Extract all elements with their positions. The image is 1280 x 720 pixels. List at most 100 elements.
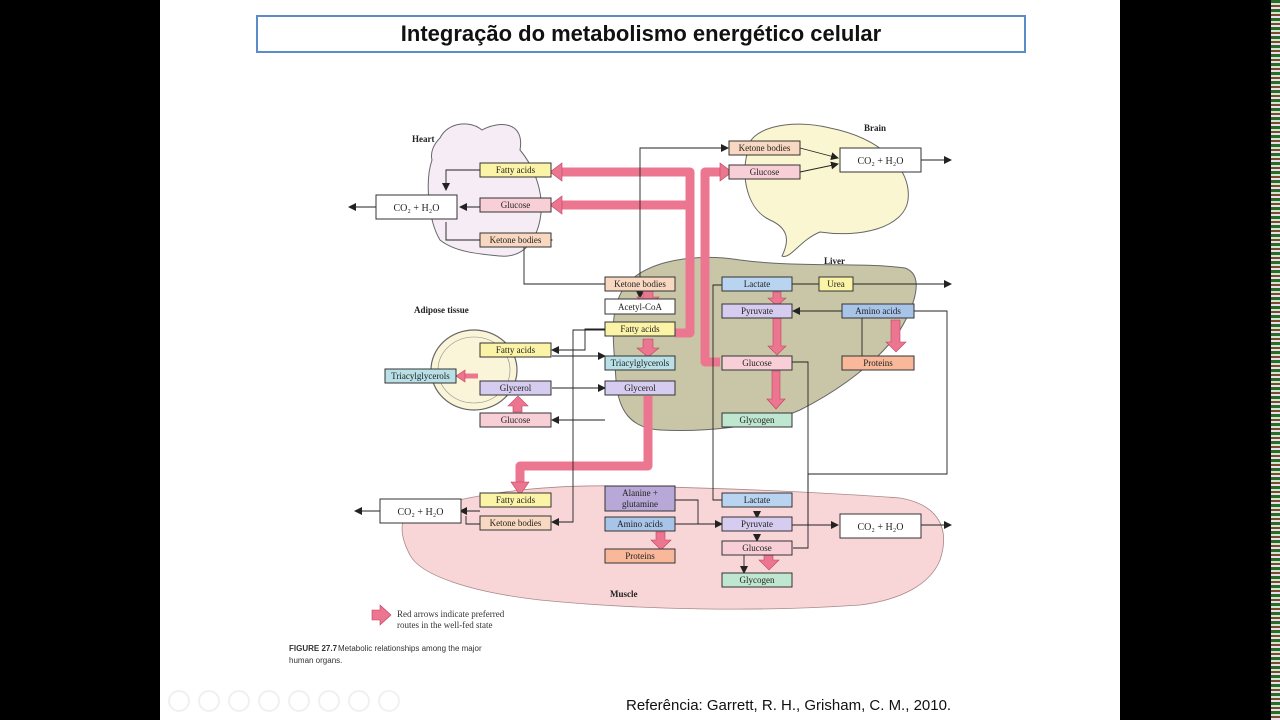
liver-glucose-label: Glucose [742, 358, 772, 368]
arrowhead-adipose-triacylglycerols [455, 369, 466, 383]
heart-glucose-node: Glucose [479, 197, 552, 213]
liver-glycogen-node: Glycogen [721, 412, 793, 428]
control-icon[interactable] [348, 690, 370, 712]
muscle-co2-right-label: CO₂ + H₂O [858, 522, 904, 533]
adipose-glucose-label: Glucose [501, 415, 531, 425]
heart-glucose-label: Glucose [501, 200, 531, 210]
control-icon[interactable] [198, 690, 220, 712]
muscle-glucose-label: Glucose [742, 543, 772, 553]
arrowhead-brain-glucose [719, 162, 733, 182]
liver-ketone-bodies-node: Ketone bodies [604, 276, 676, 292]
arrowhead-heart-glucose [549, 195, 563, 215]
muscle-glutamine-label: glutamine [622, 499, 658, 509]
liver-acetyl-coa-node: Acetyl-CoA [604, 298, 676, 315]
muscle-ketone-bodies-label: Ketone bodies [490, 518, 542, 528]
liver-acetyl-coa-label: Acetyl-CoA [618, 302, 662, 312]
reference-text: Referência: Garrett, R. H., Grisham, C. … [626, 697, 952, 714]
heart-ketone-bodies-label: Ketone bodies [490, 235, 542, 245]
liver-fatty-acids-node: Fatty acids [604, 321, 676, 337]
liver-glycogen-label: Glycogen [740, 415, 775, 425]
adipose-glucose-node: Glucose [479, 412, 552, 428]
brain-co2-label: CO₂ + H₂O [858, 156, 904, 167]
muscle-lactate-label: Lactate [744, 495, 770, 505]
liver-label: Liver [824, 256, 845, 266]
preferred-route-glycerol-to-muscle [515, 396, 653, 485]
muscle-lactate-node: Lactate [721, 492, 793, 508]
heart-co2-node: CO₂ + H₂O [375, 194, 458, 220]
muscle-glucose-node: Glucose [721, 540, 793, 556]
muscle-ketone-bodies-node: Ketone bodies [479, 515, 552, 531]
muscle-proteins-node: Proteins [604, 548, 676, 564]
slide-title-text: Integração do metabolismo energético cel… [400, 21, 882, 46]
brain-ketone-bodies-label: Ketone bodies [739, 143, 791, 153]
brain-glucose-label: Glucose [750, 167, 780, 177]
preferred-route-liver-glucose-to-brain [700, 167, 724, 367]
liver-amino-acids-node: Amino acids [841, 303, 915, 319]
muscle-pyruvate-node: Pyruvate [721, 516, 793, 532]
node-layer: Fatty acids Glucose Ketone bodies Ketone… [375, 140, 922, 588]
adipose-triacylglycerols-node: Triacylglycerols [384, 368, 457, 384]
liver-glycerol-label: Glycerol [624, 383, 656, 393]
liver-urea-label: Urea [827, 279, 845, 289]
slide-title: Integração do metabolismo energético cel… [256, 15, 1026, 53]
liver-ketone-bodies-label: Ketone bodies [614, 279, 666, 289]
muscle-alanine-glutamine-node: Alanine +glutamine [604, 485, 676, 512]
liver-pyruvate-label: Pyruvate [741, 306, 773, 316]
preferred-arrowheads [455, 162, 733, 496]
muscle-fatty-acids-label: Fatty acids [496, 495, 536, 505]
control-icon[interactable] [288, 690, 310, 712]
heart-co2-label: CO₂ + H₂O [394, 203, 440, 214]
muscle-pyruvate-label: Pyruvate [741, 519, 773, 529]
muscle-fatty-acids-node: Fatty acids [479, 492, 552, 508]
adipose-fatty-acids-label: Fatty acids [496, 345, 536, 355]
thin-connectors [348, 144, 952, 574]
control-icon[interactable] [228, 690, 250, 712]
liver-lactate-label: Lactate [744, 279, 770, 289]
muscle-co2-left-node: CO₂ + H₂O [379, 498, 462, 524]
adipose-glycerol-label: Glycerol [500, 383, 532, 393]
preferred-arrows [462, 167, 724, 485]
heart-label: Heart [412, 134, 435, 144]
liver-fatty-acids-label: Fatty acids [620, 324, 660, 334]
preferred-route-liver-to-heart-fatty-acids [560, 167, 695, 338]
liver-lactate-node: Lactate [721, 276, 793, 292]
faded-player-controls[interactable] [168, 690, 400, 712]
arrowhead-heart-fatty-acids [549, 162, 563, 182]
adipose-tissue-label: Adipose tissue [414, 305, 469, 315]
muscle-proteins-label: Proteins [625, 551, 655, 561]
brain-glucose-node: Glucose [728, 164, 801, 180]
figure-number: FIGURE 27.7 [289, 644, 338, 653]
liver-proteins-node: Proteins [841, 355, 915, 371]
heart-shape [427, 123, 542, 257]
brain-label: Brain [864, 123, 886, 133]
muscle-amino-acids-node: Amino acids [604, 516, 676, 532]
liver-amino-acids-label: Amino acids [855, 306, 901, 316]
heart-fatty-acids-label: Fatty acids [496, 165, 536, 175]
muscle-amino-acids-label: Amino acids [617, 519, 663, 529]
control-icon[interactable] [318, 690, 340, 712]
control-icon[interactable] [258, 690, 280, 712]
liver-pyruvate-node: Pyruvate [721, 303, 793, 319]
brain-co2-node: CO₂ + H₂O [839, 147, 922, 173]
muscle-glycogen-label: Glycogen [740, 575, 775, 585]
adipose-triacylglycerols-label: Triacylglycerols [391, 371, 450, 381]
liver-urea-node: Urea [818, 276, 854, 292]
muscle-co2-right-node: CO₂ + H₂O [839, 513, 922, 539]
muscle-glycogen-node: Glycogen [721, 572, 793, 588]
adipose-glycerol-node: Glycerol [479, 380, 552, 396]
muscle-alanine-label: Alanine + [622, 488, 658, 498]
figure-caption: FIGURE 27.7 Metabolic relationships amon… [289, 644, 482, 665]
legend-red-arrow-icon [371, 604, 392, 626]
heart-ketone-bodies-node: Ketone bodies [479, 232, 552, 248]
liver-glycerol-node: Glycerol [604, 380, 676, 396]
liver-triacylglycerols-label: Triacylglycerols [611, 358, 670, 368]
muscle-co2-left-label: CO₂ + H₂O [398, 507, 444, 518]
screen-edge-strip [1271, 0, 1280, 720]
arrowhead-muscle-fatty-acids [510, 481, 530, 496]
control-icon[interactable] [378, 690, 400, 712]
liver-proteins-label: Proteins [863, 358, 893, 368]
heart-fatty-acids-node: Fatty acids [479, 162, 552, 178]
legend-line-1: Red arrows indicate preferred [397, 609, 505, 619]
control-icon[interactable] [168, 690, 190, 712]
